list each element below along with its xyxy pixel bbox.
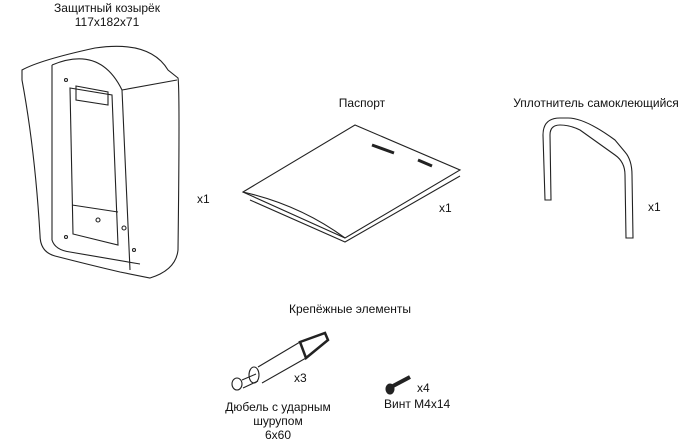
seal-quantity: x1	[648, 200, 661, 214]
passport-quantity: x1	[439, 201, 452, 215]
hood-title: Защитный козырёк	[54, 1, 160, 15]
dowel-label-line1: Дюбель с ударным	[225, 400, 331, 414]
hood-size: 117x182x71	[74, 15, 140, 29]
hood-quantity: x1	[197, 192, 210, 206]
passport-drawing	[241, 124, 462, 243]
seal-title: Уплотнитель самоклеющийся	[513, 96, 679, 110]
screw-drawing	[385, 375, 411, 395]
dowel-label-line3: 6x60	[264, 428, 292, 442]
dowel-quantity: x3	[294, 371, 307, 385]
screw-title: Винт M4x14	[384, 397, 451, 411]
passport-title: Паспорт	[338, 96, 386, 110]
screw-quantity: x4	[417, 381, 430, 395]
dowel-label-line2: шурупом	[253, 414, 303, 428]
dowel-drawing	[231, 331, 330, 391]
fasteners-title: Крепёжные элементы	[288, 302, 412, 316]
seal-drawing	[542, 117, 634, 239]
protective-hood-drawing	[21, 45, 180, 279]
